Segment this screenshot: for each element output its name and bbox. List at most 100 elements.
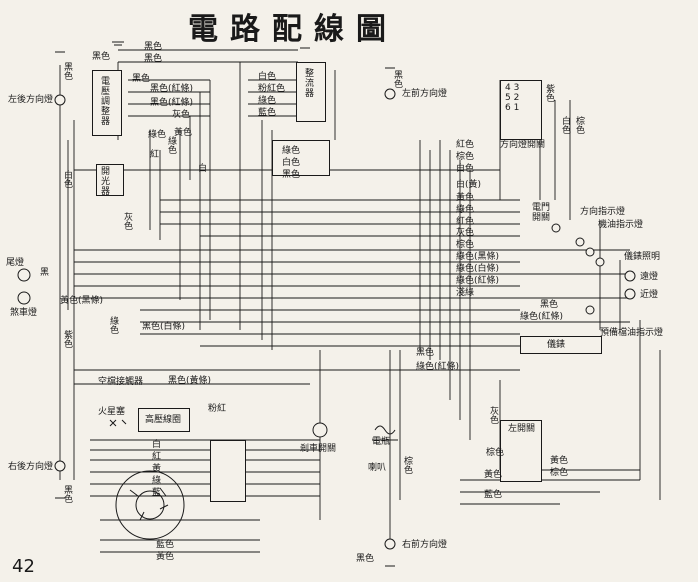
wire-label-vertical: 紫色 xyxy=(62,330,72,348)
wire-label: 白 xyxy=(198,164,208,174)
wire-label: 黑色 xyxy=(356,554,375,564)
wire-label: 黑色 xyxy=(416,348,435,358)
hv-coil-box: 高壓線圈 xyxy=(138,408,190,432)
lamp-brake xyxy=(17,291,31,305)
wire-label: 綠色 xyxy=(282,146,301,156)
label-neutral-indicator: 預備檔油指示燈 xyxy=(600,328,664,338)
wire-label: 白色 xyxy=(258,72,277,82)
magneto-symbol xyxy=(115,470,185,540)
wire-label-vertical: 棕色 xyxy=(402,456,412,474)
wire-label: 綠色(白條) xyxy=(456,264,500,274)
wire-label: 綠色 xyxy=(148,130,167,140)
rectifier-label: 整 流 器 xyxy=(305,69,315,99)
lamp-front-right-turn xyxy=(384,538,396,550)
rectifier-box: 整 流 器 xyxy=(296,62,326,122)
wire-label: 綠色(紅條) xyxy=(520,312,564,322)
wire-label: 綠色 xyxy=(258,96,277,106)
wire-label: 白(黃) xyxy=(456,180,482,190)
wire-label: 粉紅色 xyxy=(258,84,286,94)
label-neutral-switch: 空檔接觸器 xyxy=(98,377,144,387)
wire-label: 綠色(紅條) xyxy=(456,276,500,286)
label-front-right-turn: 右前方向燈 xyxy=(402,540,448,550)
wire-label: 黑色 xyxy=(540,300,559,310)
wire-label-vertical: 灰色 xyxy=(488,406,498,424)
wire-label: 白色 xyxy=(282,158,301,168)
lamp-rear-right-turn xyxy=(54,460,66,472)
wire-label-vertical: 黑色 xyxy=(392,70,402,88)
label-low-beam: 近燈 xyxy=(640,290,659,300)
wire-label: 灰色 xyxy=(456,228,475,238)
label-speedo-light: 儀錶照明 xyxy=(624,252,661,262)
wire-label: 棕色 xyxy=(456,240,475,250)
wire-label: 黑色 xyxy=(144,42,163,52)
wire-label: 紅色 xyxy=(456,217,475,227)
headlight-switch-label: 開 光 器 xyxy=(101,167,111,197)
wire-label: 紅色 xyxy=(456,140,475,150)
label-rear-right-turn: 右後方向燈 xyxy=(8,462,54,472)
wire-label: 綠色(黑條) xyxy=(456,252,500,262)
wire-label: 黃色 xyxy=(550,456,569,466)
lamp-front-left-turn xyxy=(384,88,396,100)
wire-label: 棕色 xyxy=(456,152,475,162)
label-rear-left-turn: 左後方向燈 xyxy=(8,95,54,105)
turn-switch-label: 方向燈開關 xyxy=(500,140,546,150)
lamp-rear-left-turn xyxy=(54,94,66,106)
wire-label: 黃色 xyxy=(156,552,175,562)
wire-label: 黃色 xyxy=(174,128,193,138)
wire-label-vertical: 灰色 xyxy=(122,212,132,230)
diagram-title: 電路配線圖 xyxy=(188,12,398,47)
label-battery: 電瓶 xyxy=(372,437,391,447)
wire-label: 淺綠 xyxy=(456,288,475,298)
wire-label-vertical: 黑色 xyxy=(62,62,72,80)
headlight-switch-box: 開 光 器 xyxy=(96,164,124,197)
left-switch-label: 左開關 xyxy=(508,424,536,434)
voltage-regulator-label: 電 壓 調 整 器 xyxy=(101,77,111,127)
wire-label: 黑色 xyxy=(282,170,301,180)
wire-label: 灰色 xyxy=(172,110,191,120)
brake-switch-symbol xyxy=(312,422,328,438)
wire-label: 綠色(紅條) xyxy=(416,362,460,372)
hv-coil-label: 高壓線圈 xyxy=(145,415,182,425)
label-brake-switch: 剎車開關 xyxy=(300,444,337,454)
meter-label: 儀錶 xyxy=(547,340,566,350)
lamp-tail xyxy=(17,268,31,282)
label-horn: 喇叭 xyxy=(368,463,387,473)
label-high-beam: 遠燈 xyxy=(640,272,659,282)
wire-label-vertical: 棕色 xyxy=(574,116,584,134)
label-brake-light: 煞車燈 xyxy=(10,308,38,318)
wire-label: 綠 xyxy=(152,476,162,486)
wire-label: 黑色 xyxy=(132,74,151,84)
wire-label-vertical: 白色 xyxy=(560,116,570,134)
wire-label: 粉紅 xyxy=(208,404,227,414)
wire-label: 黑色(白條) xyxy=(142,322,186,332)
wire-label: 白 xyxy=(152,440,162,450)
wire-label: 黑色(黃條) xyxy=(168,376,212,386)
wire-label: 黑色(紅條) xyxy=(150,84,194,94)
wire-label-vertical: 綠色 xyxy=(166,136,176,154)
turn-switch-box: 4 3 5 2 6 1 xyxy=(500,80,542,140)
wire-label: 黑色 xyxy=(92,52,111,62)
wire-label: 黑色 xyxy=(144,54,163,64)
wire-label-vertical: 黑色 xyxy=(62,485,72,503)
page-number: 42 xyxy=(12,556,35,577)
wire-label: 白色 xyxy=(456,164,475,174)
label-tail-light: 尾燈 xyxy=(6,258,25,268)
wire-label: 黃 xyxy=(152,464,162,474)
wire-label: 黑 xyxy=(40,268,50,278)
wire-label: 藍色 xyxy=(156,540,175,550)
meter-box: 儀錶 xyxy=(520,336,602,354)
wire-label: 黃色(黑條) xyxy=(60,296,104,306)
wire-label: 綠色 xyxy=(456,205,475,215)
label-turn-indicator: 方向指示燈 xyxy=(580,207,626,217)
left-switch-box xyxy=(272,140,330,176)
wire-label-vertical: 紫色 xyxy=(544,84,554,102)
wire-label: 棕色 xyxy=(486,448,505,458)
wire-label: 紅 xyxy=(150,150,160,160)
wire-label: 黑色(紅條) xyxy=(150,98,194,108)
wire-label: 棕色 xyxy=(550,468,569,478)
wire-label-vertical: 綠色 xyxy=(108,316,118,334)
wire-label: 藍色 xyxy=(484,490,503,500)
label-front-left-turn: 左前方向燈 xyxy=(402,89,448,99)
wire-label: 藍 xyxy=(152,488,162,498)
